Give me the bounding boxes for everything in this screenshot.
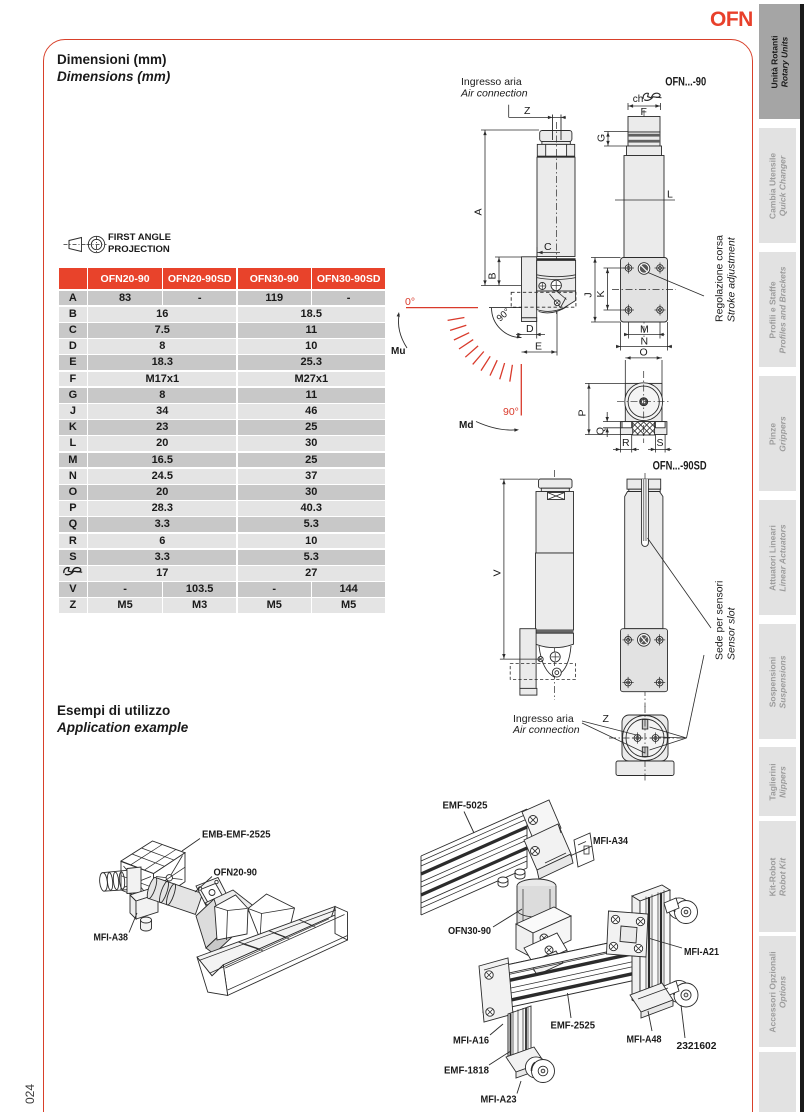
svg-text:G: G	[596, 134, 608, 142]
svg-text:Regolazione corsa: Regolazione corsa	[714, 235, 726, 322]
svg-text:MFI-A34: MFI-A34	[593, 835, 628, 847]
svg-text:MFI-A23: MFI-A23	[481, 1094, 517, 1106]
svg-text:V: V	[491, 569, 503, 576]
svg-text:Sensor slot: Sensor slot	[726, 606, 738, 660]
svg-text:P: P	[577, 409, 589, 416]
svg-text:MFI-A38: MFI-A38	[94, 932, 129, 944]
svg-text:OFN...-90: OFN...-90	[665, 76, 706, 88]
svg-text:M: M	[640, 324, 649, 336]
svg-text:Mu: Mu	[391, 346, 405, 357]
svg-text:B: B	[487, 272, 499, 279]
svg-text:MFI-A48: MFI-A48	[627, 1034, 662, 1046]
svg-text:K: K	[595, 290, 607, 297]
svg-text:R: R	[622, 437, 630, 449]
svg-text:E: E	[535, 341, 542, 353]
svg-text:D: D	[526, 323, 534, 335]
svg-text:Sede per sensori: Sede per sensori	[714, 581, 726, 660]
svg-text:MFI-A21: MFI-A21	[684, 946, 719, 958]
svg-text:A: A	[473, 208, 485, 215]
svg-text:Stroke adjustment: Stroke adjustment	[726, 236, 738, 322]
svg-text:F: F	[641, 106, 647, 118]
svg-text:2321602: 2321602	[677, 1040, 717, 1052]
svg-text:Air connection: Air connection	[460, 88, 528, 100]
svg-text:Q: Q	[595, 427, 607, 435]
svg-text:OFN20-90: OFN20-90	[214, 867, 258, 879]
svg-text:Air connection: Air connection	[512, 724, 580, 736]
svg-text:MFI-A16: MFI-A16	[453, 1035, 489, 1047]
svg-text:ch: ch	[633, 94, 644, 105]
svg-text:90°: 90°	[503, 406, 519, 418]
svg-text:Ingresso aria: Ingresso aria	[513, 713, 574, 725]
svg-text:N: N	[641, 336, 649, 348]
svg-text:EMF-1818: EMF-1818	[444, 1065, 489, 1077]
svg-text:EMF-2525: EMF-2525	[551, 1020, 596, 1032]
svg-text:O: O	[640, 347, 648, 359]
svg-text:EMB-EMF-2525: EMB-EMF-2525	[202, 829, 271, 841]
svg-text:EMF-5025: EMF-5025	[443, 800, 488, 812]
svg-text:J: J	[583, 292, 595, 297]
svg-text:OFN...-90SD: OFN...-90SD	[653, 460, 707, 472]
svg-text:L: L	[667, 189, 673, 201]
svg-text:Z: Z	[603, 713, 610, 725]
svg-text:Ingresso aria: Ingresso aria	[461, 76, 522, 88]
svg-text:Z: Z	[524, 105, 531, 117]
svg-text:Md: Md	[459, 420, 473, 431]
svg-text:C: C	[544, 241, 552, 253]
svg-text:OFN30-90: OFN30-90	[448, 925, 491, 937]
svg-text:0°: 0°	[405, 296, 415, 308]
svg-text:S: S	[657, 437, 664, 449]
